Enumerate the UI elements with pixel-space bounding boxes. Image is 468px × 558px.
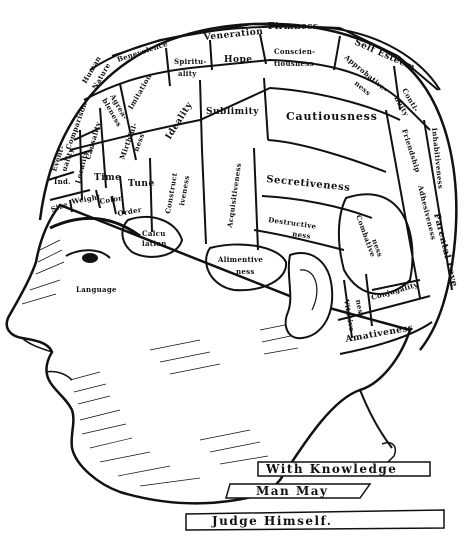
sublimity-label: Sublimity: [206, 107, 259, 117]
secretiveness-label: Secretiveness: [266, 174, 351, 194]
hope-label: Hope: [224, 55, 253, 65]
calculation-label-2: lation: [142, 239, 167, 248]
conscientiousness-label-2: tiousness: [274, 59, 314, 68]
motto-line-3: Judge Himself.: [211, 514, 332, 528]
ideality-label: Ideality: [164, 100, 195, 141]
color-label: Color: [99, 193, 123, 206]
acquisitiveness-label: Acquisitiveness: [225, 162, 243, 229]
time-label: Time: [94, 173, 121, 183]
friendship-label: Friendship: [400, 128, 423, 174]
individuality-label: Ind.: [54, 177, 71, 186]
language-label: Language: [76, 285, 117, 294]
motto-banner: With Knowledge Man May Judge Himself.: [185, 442, 445, 531]
order-label: Order: [117, 205, 143, 218]
destructiveness-label-2: ness: [292, 229, 312, 241]
spirituality-label-2: ality: [178, 69, 197, 78]
alimentiveness-label-2: ness: [236, 267, 255, 276]
constructiveness-label-2: iveness: [177, 175, 191, 207]
constructiveness-label-1: Construct: [163, 171, 179, 214]
alimentiveness-label-1: Alimentive: [217, 255, 263, 264]
cautiousness-label: Cautiousness: [286, 110, 378, 123]
vitativeness-label-2: ness: [354, 299, 366, 319]
head-silhouette: [5, 22, 458, 505]
inhabitiveness-label: Inhabitiveness: [430, 127, 445, 189]
conscientiousness-label-1: Conscien-: [274, 47, 315, 56]
firmness-label: Firmness: [268, 22, 318, 32]
motto-line-1: With Knowledge: [265, 462, 397, 476]
face-shading: [21, 239, 301, 487]
conjugality-label: Conjugality: [370, 280, 420, 302]
spirituality-label-1: Spiritu-: [174, 57, 207, 66]
motto-line-2: Man May: [256, 484, 329, 498]
region-boundaries: [47, 23, 453, 355]
calculation-label-1: Calcu: [142, 229, 166, 238]
tune-label: Tune: [128, 179, 155, 189]
comparison-label: Comparison: [63, 101, 89, 151]
